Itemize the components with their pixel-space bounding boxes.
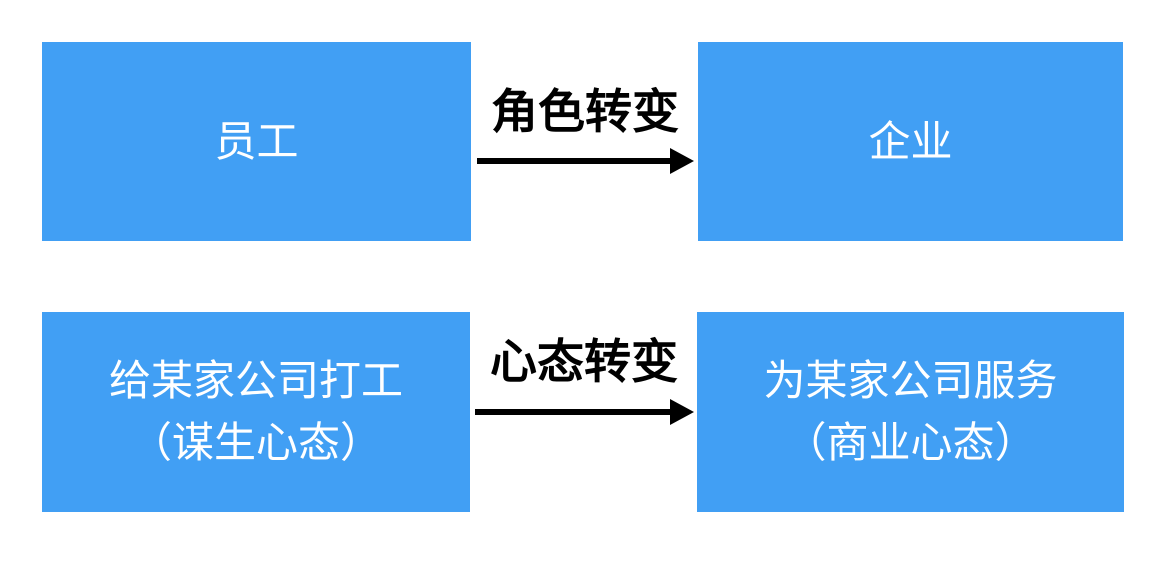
node-enterprise: 企业 (698, 42, 1123, 241)
arrow-label-mindset-change: 心态转变 (490, 335, 678, 388)
node-working-for-company-line2: （谋生心态） (129, 419, 382, 466)
node-serving-company: 为某家公司服务 （商业心态） (697, 312, 1124, 512)
node-working-for-company-line1: 给某家公司打工 (108, 357, 403, 404)
arrow-shaft (475, 409, 673, 415)
node-working-for-company: 给某家公司打工 （谋生心态） (42, 312, 470, 512)
node-serving-company-line2: （商业心态） (784, 419, 1037, 466)
arrow-shaft (477, 158, 673, 164)
node-employee-label: 员工 (214, 117, 299, 165)
arrow-label-role-change: 角色转变 (491, 85, 679, 138)
node-enterprise-label: 企业 (868, 117, 953, 165)
node-employee: 员工 (42, 42, 471, 241)
arrow-head-icon (670, 399, 694, 425)
arrow-head-icon (670, 148, 694, 174)
node-serving-company-line1: 为某家公司服务 (763, 357, 1058, 404)
